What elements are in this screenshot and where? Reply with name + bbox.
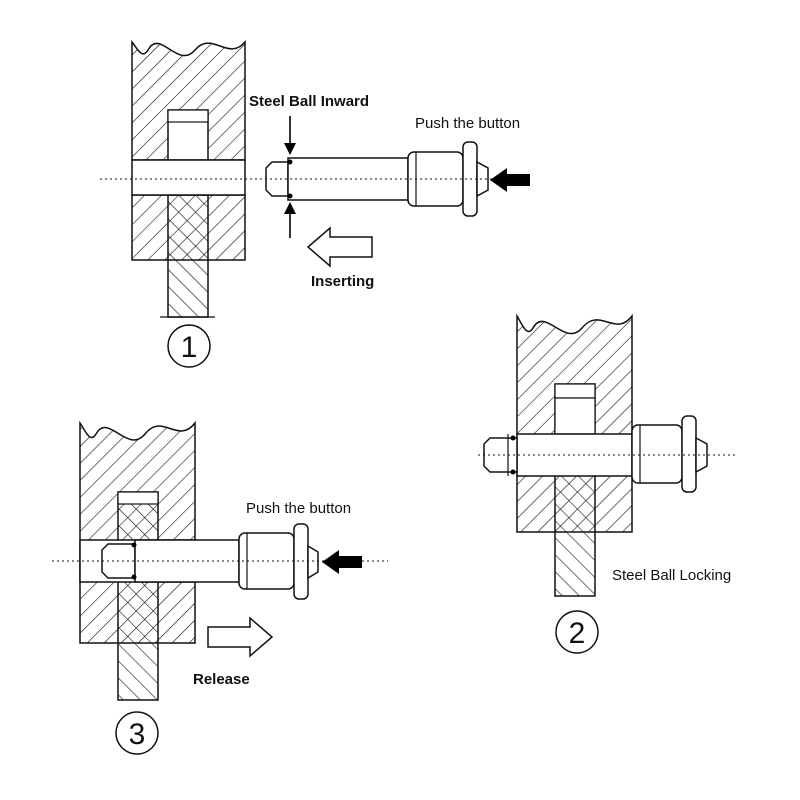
solid-arrow-left-icon (322, 550, 362, 574)
step-number-1: 1 (181, 331, 198, 364)
panel-step-3: Push the button Release 3 (52, 420, 388, 755)
step-number-circle (167, 324, 211, 368)
lower-plate (554, 383, 596, 597)
step-number-3: 3 (129, 718, 146, 751)
label-push-the-button: Push the button (415, 115, 520, 132)
small-arrow-down-icon (284, 116, 296, 155)
label-inserting: Inserting (311, 273, 374, 290)
step-number-2: 2 (569, 617, 586, 650)
step-number-circle (555, 610, 599, 654)
steel-ball-top (287, 159, 293, 165)
steel-ball-bottom (510, 469, 516, 475)
small-arrow-up-icon (284, 202, 296, 238)
solid-arrow-left-icon (490, 168, 530, 192)
label-steel-ball-inward: Steel Ball Inward (249, 93, 369, 110)
panel-step-1: Steel Ball Inward Push the button Insert… (100, 39, 530, 368)
bore-hole (131, 159, 246, 196)
label-push-the-button: Push the button (246, 500, 351, 517)
label-steel-ball-locking: Steel Ball Locking (612, 567, 731, 584)
steel-ball-bottom (131, 574, 137, 580)
steel-ball-top (510, 435, 516, 441)
step-number-circle (115, 711, 159, 755)
hollow-arrow-right-icon (207, 616, 274, 658)
panel-step-2: Steel Ball Locking 2 (478, 313, 738, 654)
steel-ball-bottom (287, 193, 293, 199)
lower-plate (160, 109, 215, 318)
lower-plate (117, 491, 159, 701)
label-release: Release (193, 671, 250, 688)
pin (483, 415, 708, 493)
steel-ball-top (131, 542, 137, 548)
hollow-arrow-left-icon (306, 226, 373, 268)
